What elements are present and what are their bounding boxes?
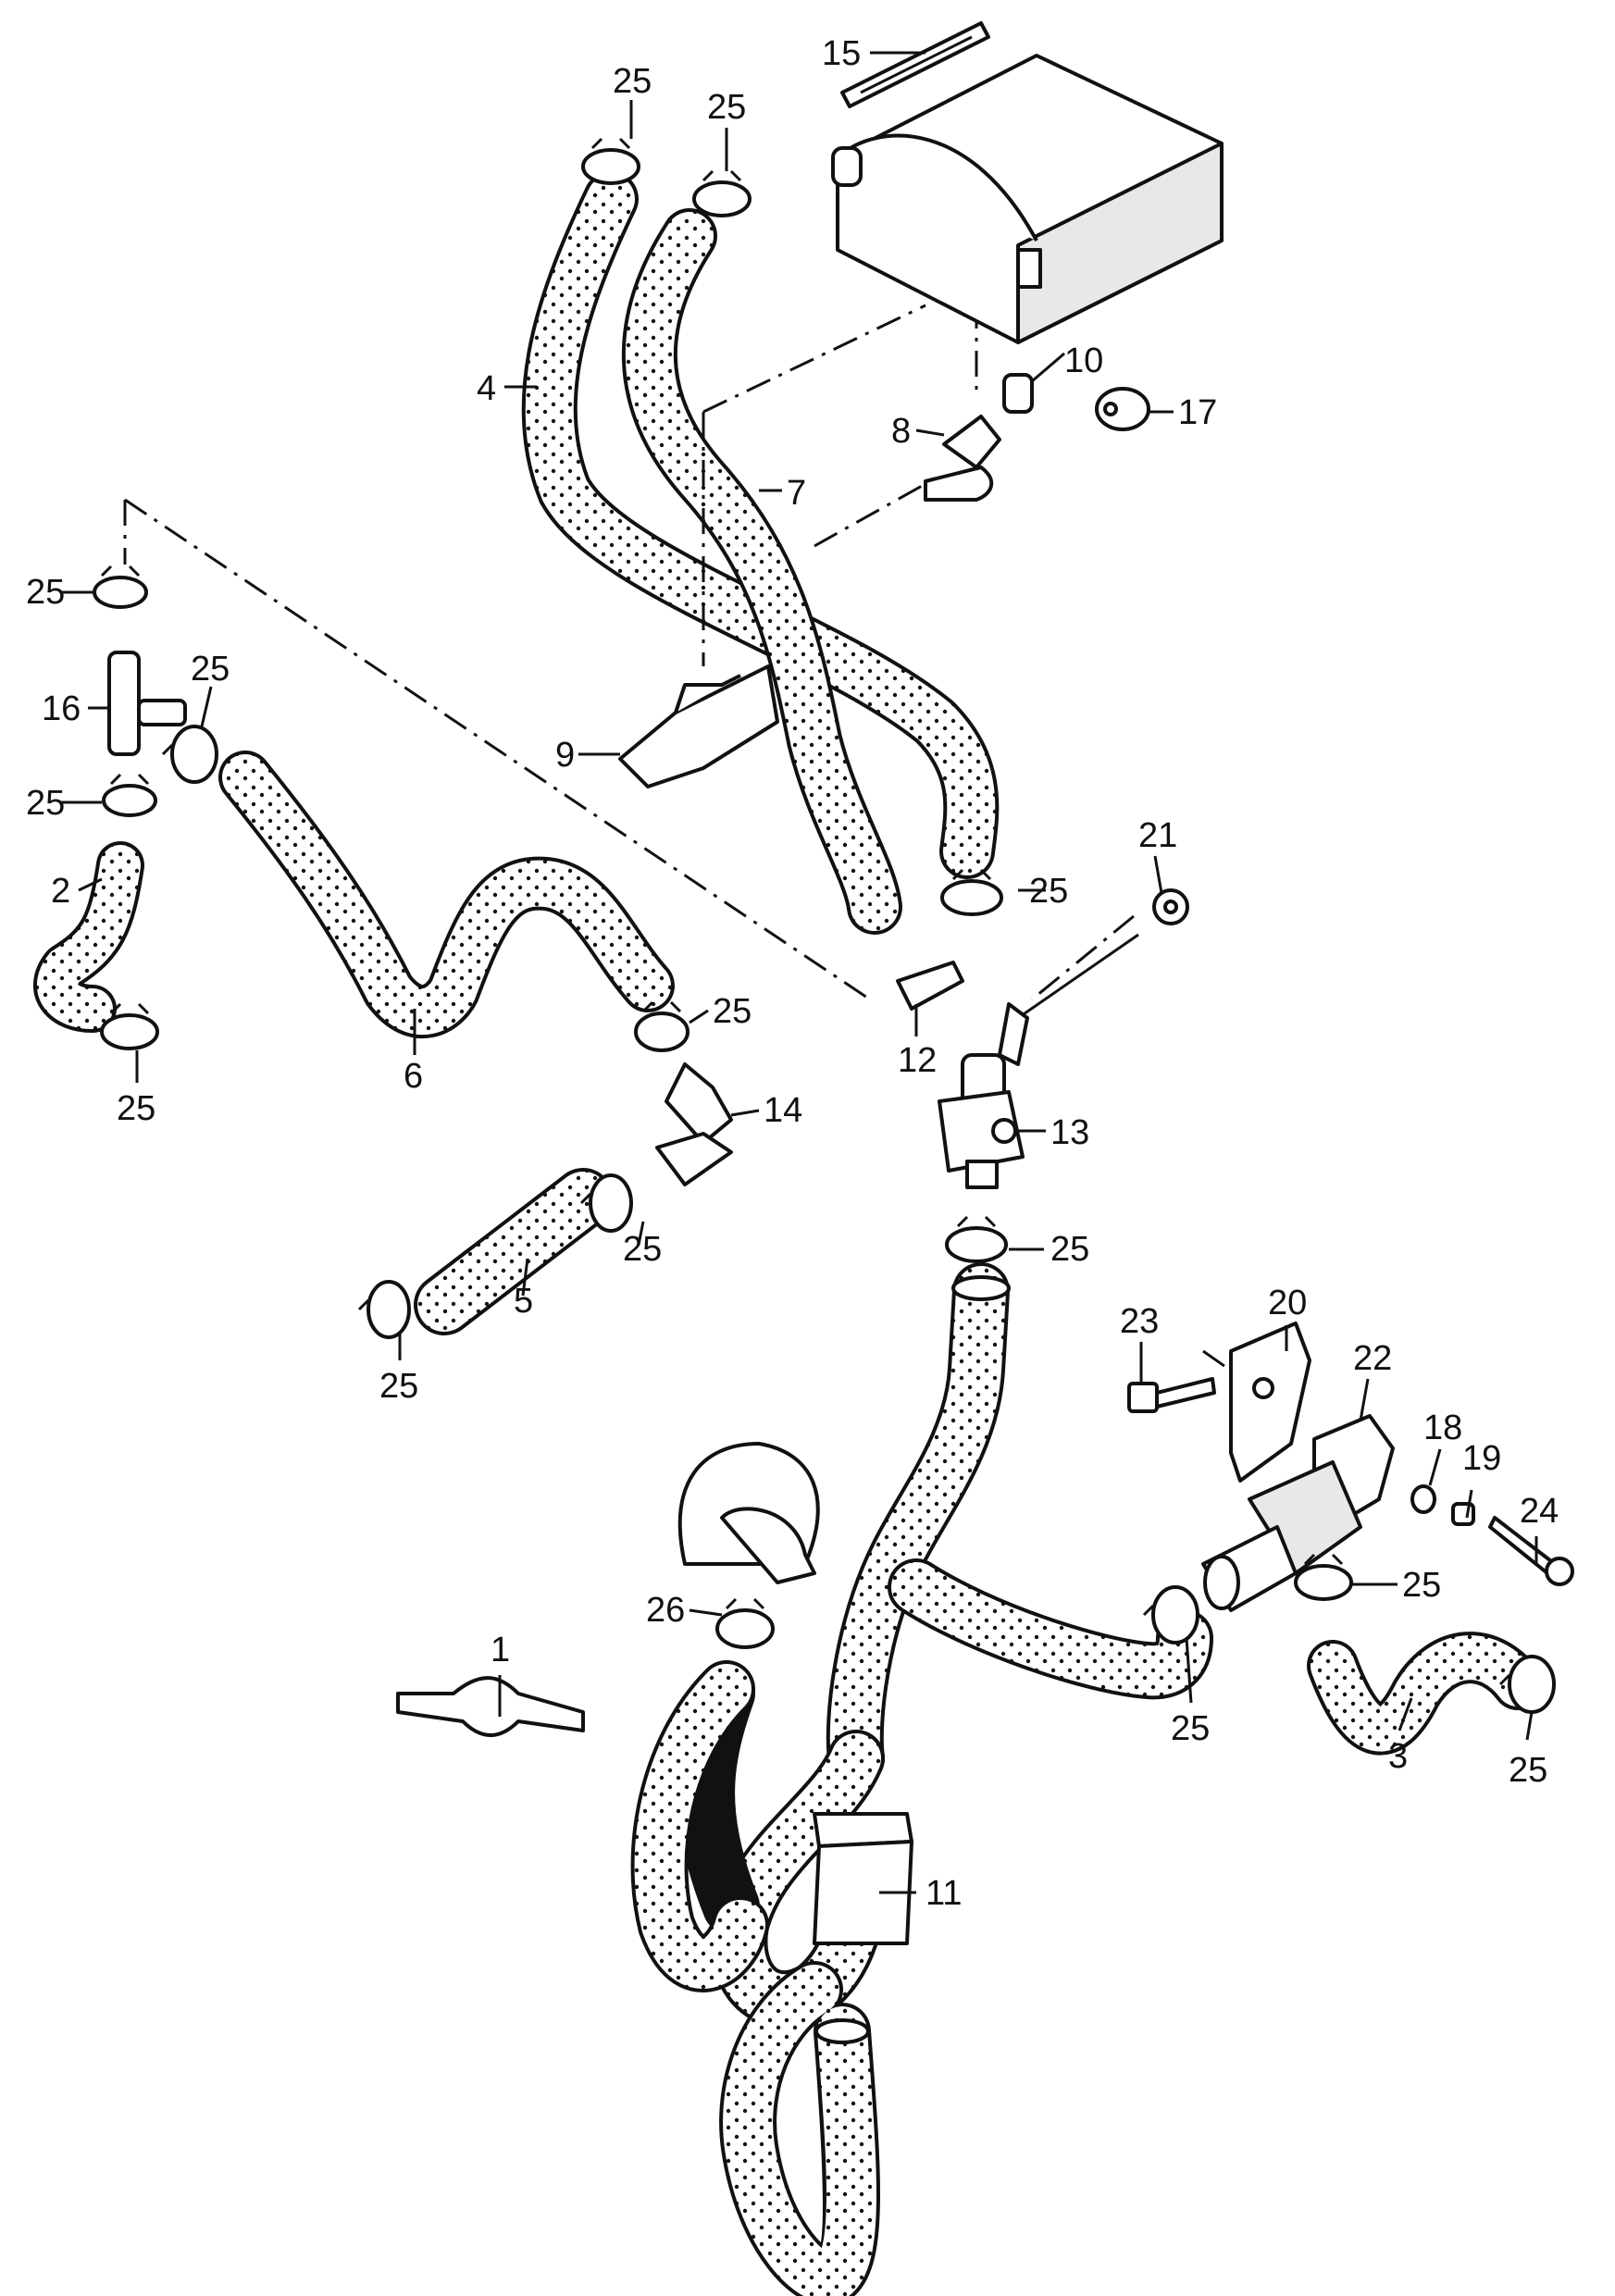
callout-18: 18 [1423, 1409, 1462, 1447]
pump-22[interactable] [1201, 1414, 1395, 1612]
callout-10: 10 [1064, 341, 1103, 380]
tee-16[interactable] [107, 651, 187, 756]
main-hose-assembly[interactable] [630, 1262, 1213, 2296]
clamp-25-k [945, 1215, 1008, 1263]
clamp-25-c [93, 565, 148, 609]
clip-8[interactable] [924, 415, 1001, 502]
clamp-25-n [1498, 1655, 1556, 1714]
callout-2: 2 [51, 872, 70, 911]
callout-17: 17 [1178, 393, 1217, 432]
callout-16: 16 [42, 689, 81, 728]
leader-lines [60, 51, 1538, 1894]
callout-25: 25 [1050, 1230, 1089, 1269]
callout-7: 7 [787, 474, 806, 513]
clamp-25-a [581, 137, 640, 185]
callout-9: 9 [555, 736, 575, 775]
callout-24: 24 [1520, 1492, 1559, 1531]
clip-1[interactable] [396, 1676, 585, 1737]
clamp-25-j [357, 1280, 411, 1339]
clamp-25-f [100, 1002, 159, 1050]
callout-25: 25 [26, 784, 65, 823]
callout-25: 25 [1029, 872, 1068, 911]
callout-21: 21 [1138, 816, 1177, 855]
callout-8: 8 [891, 412, 911, 451]
seal-strip-15[interactable] [840, 21, 990, 108]
callout-1: 1 [491, 1631, 510, 1669]
callout-25: 25 [191, 650, 230, 689]
screw-24[interactable] [1488, 1516, 1574, 1586]
hose-4[interactable] [521, 171, 1000, 879]
callout-11: 11 [926, 1874, 962, 1913]
callout-20: 20 [1268, 1284, 1307, 1322]
bracket-9[interactable] [618, 664, 779, 788]
callout-23: 23 [1120, 1302, 1159, 1341]
callout-15: 15 [822, 34, 861, 73]
callout-25: 25 [623, 1230, 662, 1269]
clamp-25-e [102, 773, 157, 817]
callout-25: 25 [379, 1367, 418, 1406]
bolt-23[interactable] [1127, 1377, 1216, 1413]
callout-25: 25 [1171, 1709, 1210, 1748]
callout-13: 13 [1050, 1113, 1089, 1152]
callout-19: 19 [1462, 1439, 1501, 1478]
callout-25: 25 [713, 992, 752, 1031]
hose-6[interactable] [218, 751, 675, 1038]
hose-clamps[interactable] [93, 137, 1556, 1714]
hose-7[interactable] [621, 208, 902, 935]
valve-13[interactable] [938, 1053, 1025, 1189]
grommet-17[interactable] [1095, 387, 1150, 431]
callout-4: 4 [477, 369, 496, 408]
heater-box-15[interactable] [831, 54, 1224, 344]
callout-numbers: 15 25 25 4 7 8 10 17 9 25 16 25 25 2 25 … [26, 34, 1559, 1913]
hose-3[interactable] [1307, 1632, 1544, 1756]
clamp-25-m [1294, 1553, 1353, 1601]
clamp-25-i [579, 1173, 633, 1233]
callout-25: 25 [26, 573, 65, 612]
plug-10[interactable] [1002, 373, 1034, 414]
callout-3: 3 [1388, 1737, 1408, 1776]
callout-25: 25 [1509, 1751, 1547, 1790]
callout-26: 26 [646, 1591, 685, 1630]
clamp-25-g [940, 868, 1003, 916]
clamp-25-b [692, 169, 752, 217]
clamp-25-d [161, 725, 218, 784]
spacer-19[interactable] [1451, 1502, 1475, 1526]
clamp-25-h [634, 1000, 689, 1052]
callout-25: 25 [613, 62, 652, 101]
callout-12: 12 [898, 1041, 937, 1080]
connector-14[interactable] [655, 1062, 733, 1186]
callout-25: 25 [1402, 1566, 1441, 1605]
callout-22: 22 [1353, 1339, 1392, 1378]
callout-25: 25 [117, 1089, 155, 1128]
valve-cable-12[interactable] [896, 933, 1139, 1066]
hose-5[interactable] [414, 1168, 614, 1335]
callout-5: 5 [514, 1282, 533, 1321]
cable-holder-21[interactable] [1152, 888, 1189, 925]
clamp-25-l [1142, 1585, 1199, 1644]
pump-bracket-20[interactable] [1229, 1322, 1311, 1483]
hose-2[interactable] [33, 841, 144, 1033]
clamp-26 [715, 1597, 775, 1649]
callout-25: 25 [707, 88, 746, 127]
seal-18[interactable] [1410, 1484, 1436, 1514]
expansion-tank-connector[interactable] [677, 1442, 820, 1584]
callout-6: 6 [404, 1057, 423, 1096]
hose-11[interactable] [813, 1812, 913, 1945]
callout-14: 14 [764, 1091, 802, 1130]
